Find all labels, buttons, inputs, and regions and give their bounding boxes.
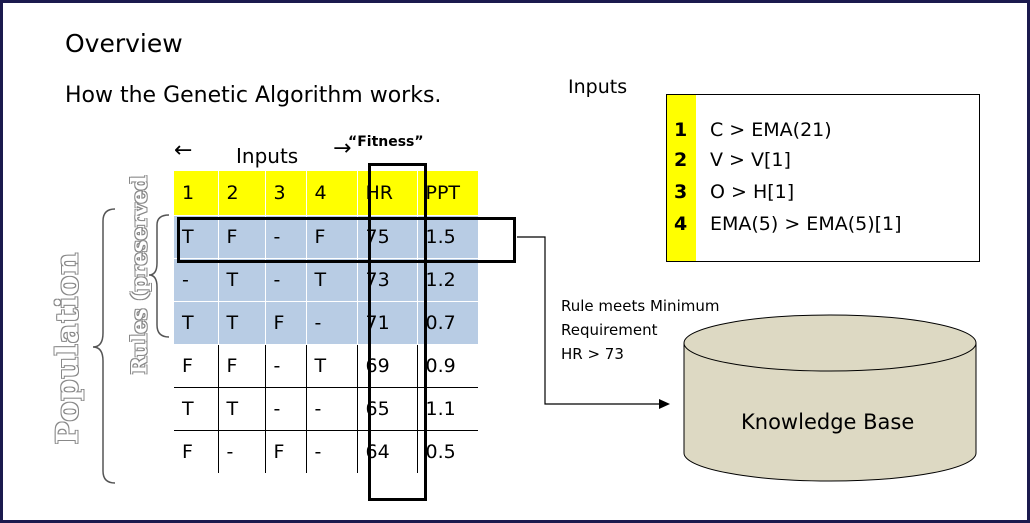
table-cell: F [218,344,266,388]
header-cell: 4 [306,171,358,216]
table-cell: T [218,301,266,345]
legend-item: 3 O > H[1] [667,177,967,207]
slide-title: Overview [65,29,183,58]
table-row: T F - F 75 1.5 [174,215,479,259]
legend-stripe [667,95,696,261]
table-cell: 1.1 [417,387,478,431]
rules-brace [148,214,170,338]
table-cell: 0.5 [417,430,478,473]
legend-text: O > H[1] [710,181,795,203]
legend-number: 3 [674,181,688,203]
table-cell: F [218,215,266,259]
knowledge-base-top [683,314,977,372]
legend-number: 1 [674,119,688,141]
requirement-note: Rule meets Minimum Requirement HR > 73 [561,294,719,366]
table-cell: T [306,344,358,388]
requirement-line: HR > 73 [561,345,624,363]
table-cell: T [174,301,219,345]
population-brace [92,208,116,484]
fitness-label: “Fitness” [348,134,424,150]
fitness-column-highlight [368,163,427,501]
table-row: - T - T 73 1.2 [174,258,479,302]
table-row: T T - - 65 1.1 [174,387,478,431]
header-cell: 2 [218,171,266,216]
table-cell: - [174,258,219,302]
table-header-row: 1 2 3 4 HR PPT [174,171,479,216]
table-cell: - [306,387,358,431]
table-cell: 65 [357,387,418,431]
requirement-line: Rule meets Minimum [561,297,720,315]
table-cell: F [265,430,307,473]
legend-text: V > V[1] [710,149,791,171]
table-cell: T [174,215,219,259]
table-cell: F [265,301,307,345]
table-cell: - [265,215,307,259]
table-cell: F [174,430,219,473]
table-cell: 73 [357,258,418,302]
population-table: 1 2 3 4 HR PPT T F - F 75 1.5 - T - T 73… [174,171,479,473]
connectors [92,208,977,484]
legend-item: 4 EMA(5) > EMA(5)[1] [667,209,967,239]
arrowhead-icon [659,399,670,409]
table-cell: T [218,258,266,302]
rules-label: Rules (preserved [126,175,152,375]
arrow-left-icon: ← [174,138,193,163]
legend-text: EMA(5) > EMA(5)[1] [710,213,902,235]
header-cell: 3 [265,171,307,216]
header-cell: 1 [174,171,219,216]
inputs-legend: 1 C > EMA(21) 2 V > V[1] 3 O > H[1] 4 EM… [666,94,980,262]
legend-number: 4 [674,213,688,235]
table-cell: - [265,387,307,431]
table-row: T T F - 71 0.7 [174,301,479,345]
table-cell: - [265,344,307,388]
legend-text: C > EMA(21) [710,119,832,141]
table-cell: 1.2 [417,258,479,302]
table-cell: - [306,301,358,345]
table-cell: T [218,387,266,431]
table-cell: 0.7 [417,301,479,345]
table-cell: 75 [357,215,418,259]
requirement-line: Requirement [561,321,658,339]
table-cell: 71 [357,301,418,345]
best-rule-highlight [177,217,516,263]
table-cell: - [265,258,307,302]
table-cell: 69 [357,344,418,388]
legend-item: 2 V > V[1] [667,145,967,175]
header-cell: HR [357,171,418,216]
legend-item: 1 C > EMA(21) [667,115,967,145]
table-cell: F [174,344,219,388]
table-row: F - F - 64 0.5 [174,430,478,473]
header-cell: PPT [417,171,479,216]
table-cell: - [306,430,358,473]
table-cell: 64 [357,430,418,473]
table-cell: T [306,258,358,302]
knowledge-base-cylinder [683,343,977,482]
legend-number: 2 [674,149,688,171]
table-cell: - [218,430,266,473]
arrow-right-icon: → [333,136,352,161]
knowledge-base-label: Knowledge Base [741,410,915,434]
inputs-heading: Inputs [568,76,628,98]
table-cell: T [174,387,219,431]
table-cell: F [306,215,358,259]
table-inputs-label: Inputs [236,144,299,168]
table-row: F F - T 69 0.9 [174,344,478,388]
table-cell: 0.9 [417,344,478,388]
connector-line [517,236,663,405]
table-cell: 1.5 [417,215,479,259]
population-label: Population [50,251,86,445]
slide-subtitle: How the Genetic Algorithm works. [65,83,442,108]
